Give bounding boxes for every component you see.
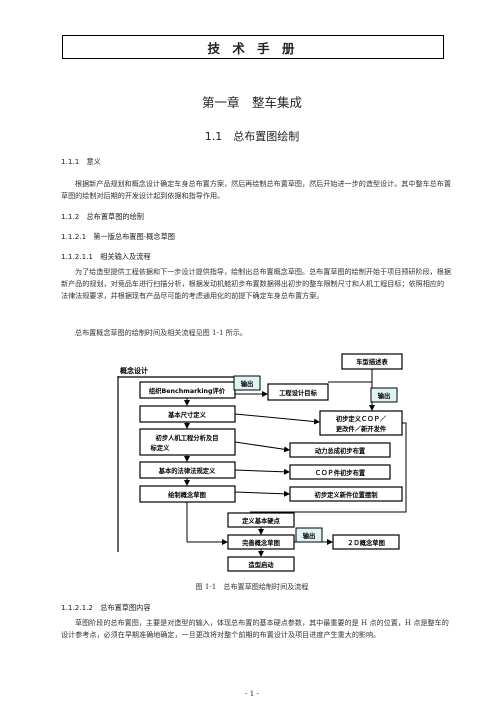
page-number: - 1 - xyxy=(245,690,259,698)
engineering-target-label: 工程设计目标 xyxy=(279,388,317,397)
output-tag-1-label: 输出 xyxy=(241,379,254,388)
benchmark-label: 组织Benchmarking评价 xyxy=(149,386,226,395)
concept-label: 概念设计 xyxy=(120,366,148,375)
new-part-box xyxy=(289,486,403,502)
heading-1-1-2: 1.1.2 总布置草图的绘制 xyxy=(61,212,144,221)
ergonomics-label-1: 初步人机工程分析及目 xyxy=(156,433,219,442)
paragraph-figure-ref: 总布置概念草图的绘制时间及相关流程见图 1-1 所示。 xyxy=(75,328,247,337)
figure-caption: 图 1-1 总布置草图绘制时间及流程 xyxy=(195,582,309,591)
heading-1-1-2-1-2: 1.1.2.1.2 总布置草图内容 xyxy=(61,603,151,612)
draw-sketch-label: 绘制概念草图 xyxy=(167,490,206,499)
output-tag-2 xyxy=(370,387,398,403)
regulation-label: 基本的法律法规定义 xyxy=(158,466,216,475)
styling-start-box xyxy=(227,556,295,572)
cop-layout-label: ＣＯＰ件初步布置 xyxy=(315,468,366,477)
heading-1-1-2-1: 1.1.2.1 第一版总布置图-概念草图 xyxy=(61,232,175,241)
hard-point-label: 定义基本硬点 xyxy=(242,516,280,525)
heading-1-1-2-1-1: 1.1.2.1.1 相关输入及流程 xyxy=(61,252,151,261)
flowchart: 概念设计 组织Benchmarking评价 基本尺寸定义 初步人机工程分析及目 … xyxy=(117,353,407,572)
paragraph-significance: 根据新产品规划和概念设计确定车身总布置方案，然后再绘制总布置草图，然后开始进一步… xyxy=(61,179,451,200)
paragraph-sketch-content: 草图阶段的总布置图，主要是对造型的输入，体现总布置的基本硬点参数，其中最重要的是… xyxy=(61,618,449,639)
refine-sketch-label: 完善概念草图 xyxy=(242,538,280,547)
cop-definition-label-2: 更改件／新开发件 xyxy=(336,424,387,433)
output-tag-2-label: 输出 xyxy=(378,391,391,400)
heading-1-1-1: 1.1.1 意义 xyxy=(61,157,101,166)
styling-start-label: 造型启动 xyxy=(248,560,274,569)
car-description-label: 车型描述表 xyxy=(356,357,388,366)
chapter-title: 第一章 整车集成 xyxy=(201,95,302,110)
paragraph-inputs: 为了给造型提供工程依据和下一步设计提供指导，绘制出总布置概念草图。总布置草图的绘… xyxy=(61,267,451,300)
ergonomics-label-2: 标定义 xyxy=(150,443,171,452)
section-title: 1.1 总布置图绘制 xyxy=(204,130,300,143)
basic-size-label: 基本尺寸定义 xyxy=(167,410,206,419)
cop-definition-label-1: 初步定义ＣＯＰ／ xyxy=(336,414,387,423)
powertrain-box xyxy=(289,442,391,458)
manual-header: 技 术 手 册 xyxy=(62,35,444,59)
powertrain-label: 动力总成初步布置 xyxy=(315,446,366,455)
2d-sketch-label: ２Ｄ概念草图 xyxy=(347,538,385,547)
new-part-label: 初步定义新件位置摆制 xyxy=(315,490,378,499)
engineering-target-box xyxy=(267,383,329,401)
output-tag-3-label: 输出 xyxy=(303,531,316,540)
output-tag-1 xyxy=(233,375,261,391)
2d-sketch-box xyxy=(332,534,400,550)
cop-layout-box xyxy=(289,464,391,480)
